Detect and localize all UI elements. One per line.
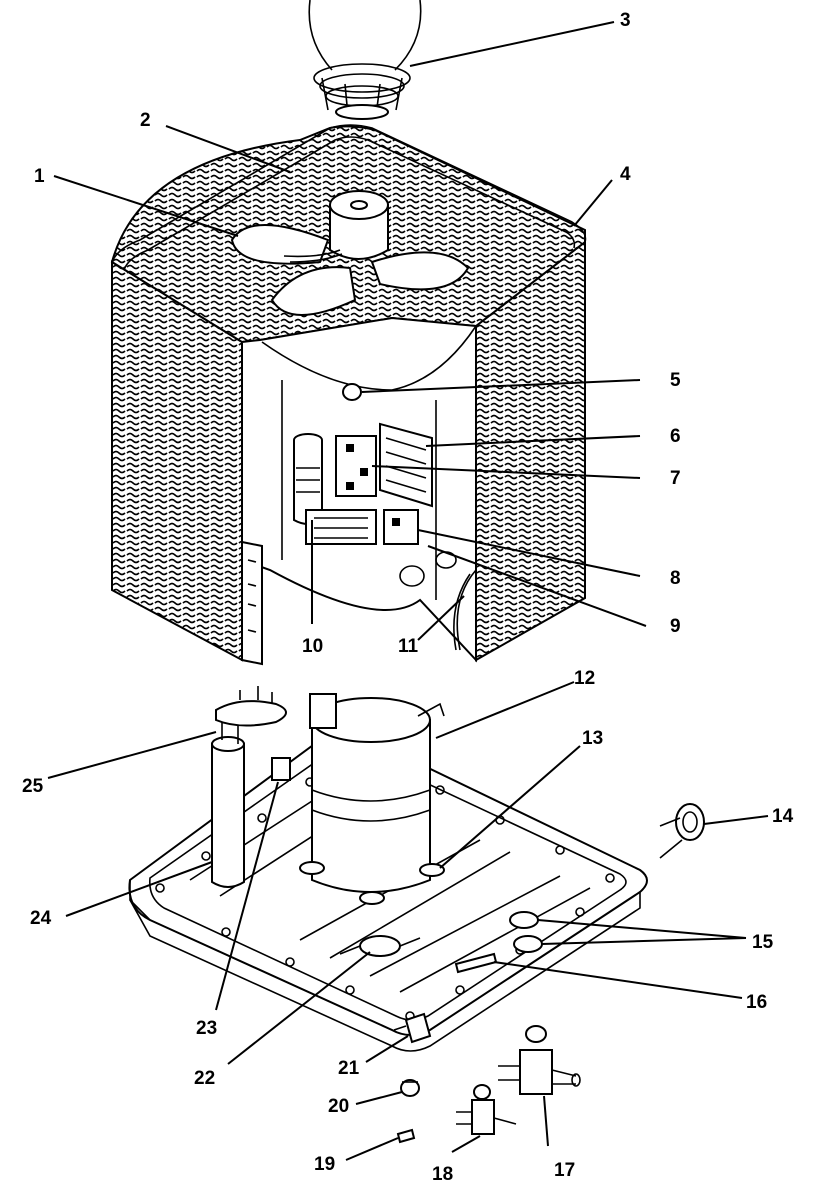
compressor-mount <box>299 861 445 905</box>
solenoid-coil <box>271 757 291 781</box>
wire-harness <box>453 569 477 651</box>
callout-labels: 1 2 3 4 5 6 7 8 9 10 11 12 13 14 15 16 1… <box>22 10 794 1185</box>
callout-13: 13 <box>582 728 603 749</box>
crankcase-heater <box>659 803 705 859</box>
callout-9: 9 <box>670 616 681 637</box>
contactor <box>335 435 377 497</box>
relay <box>383 509 419 545</box>
callout-16: 16 <box>746 992 767 1013</box>
fan-guard <box>308 0 422 120</box>
corner-post <box>241 540 263 666</box>
vapor-service-valve <box>456 1084 517 1135</box>
callout-20: 20 <box>328 1096 349 1117</box>
callout-15: 15 <box>752 932 774 953</box>
callout-19: 19 <box>314 1154 335 1175</box>
reversing-valve <box>215 686 287 740</box>
callout-4: 4 <box>620 164 631 185</box>
callout-18: 18 <box>432 1164 453 1185</box>
callout-11: 11 <box>398 636 419 657</box>
access-fitting <box>393 1012 432 1044</box>
terminal-strip <box>305 509 377 545</box>
callout-2: 2 <box>140 110 151 131</box>
compressor <box>309 693 445 893</box>
callout-3: 3 <box>620 10 631 31</box>
callout-24: 24 <box>30 908 52 929</box>
valve-core <box>396 1128 416 1144</box>
callout-12: 12 <box>574 668 595 689</box>
callout-6: 6 <box>670 426 681 447</box>
callout-5: 5 <box>670 370 681 391</box>
fan-motor <box>283 190 389 263</box>
callout-1: 1 <box>34 166 45 187</box>
callout-23: 23 <box>196 1018 217 1039</box>
filter-drier <box>339 935 421 957</box>
leader-lines <box>47 21 769 1161</box>
defrost-control-board <box>379 422 433 508</box>
fan-blade <box>230 224 470 316</box>
valve-cap <box>400 1079 420 1097</box>
callout-22: 22 <box>194 1068 215 1089</box>
callout-14: 14 <box>772 806 794 827</box>
liquid-service-valve <box>498 1025 581 1095</box>
callout-21: 21 <box>338 1058 360 1079</box>
callout-10: 10 <box>302 636 323 657</box>
callout-7: 7 <box>670 468 681 489</box>
capacitor <box>293 433 323 525</box>
callout-8: 8 <box>670 568 681 589</box>
accumulator <box>211 719 248 888</box>
callout-17: 17 <box>554 1160 575 1181</box>
callout-25: 25 <box>22 776 44 797</box>
top-frame-rim <box>111 124 587 271</box>
service-valve-grommet <box>342 383 362 401</box>
